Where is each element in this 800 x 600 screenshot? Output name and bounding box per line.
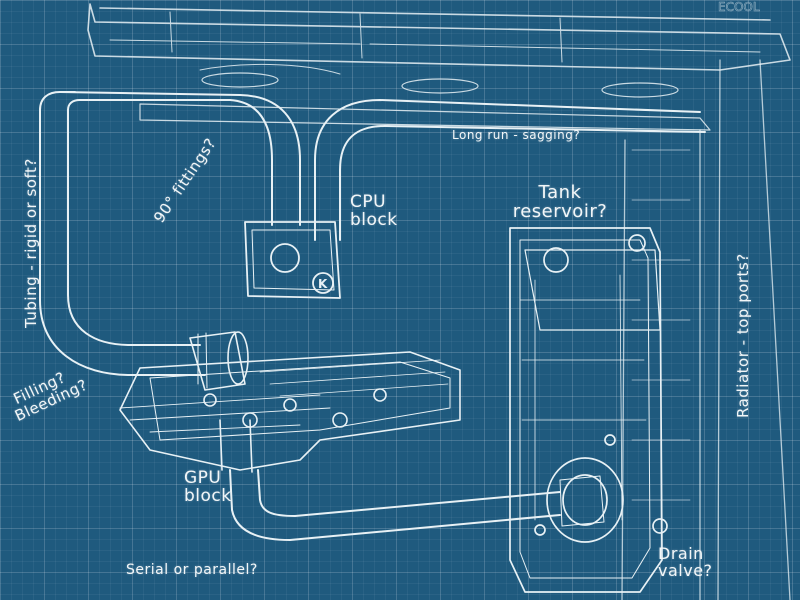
cpu-block-label-line1: CPU xyxy=(350,192,387,212)
gpu-block xyxy=(119,331,461,473)
drain-valve-label-line1: Drain xyxy=(658,544,704,563)
cpu-block-label-line2: block xyxy=(350,209,398,230)
serial-parallel-note: Serial or parallel? xyxy=(126,562,258,578)
tubing-gpu-to-res xyxy=(229,469,561,541)
radiator-outline xyxy=(621,59,791,600)
tubing-long-run xyxy=(314,99,706,241)
brand-mark: ECOOL xyxy=(718,0,760,14)
cpu-block-label: CPU block xyxy=(350,192,398,230)
case-top-frame xyxy=(87,3,791,131)
tubing-note: Tubing - rigid or soft? xyxy=(22,158,40,328)
cpu-block: K xyxy=(244,221,341,299)
gpu-block-label: GPU block xyxy=(184,468,232,506)
gpu-block-label-line2: block xyxy=(184,485,232,506)
tank-reservoir-label: Tank reservoir? xyxy=(500,182,620,222)
tank-reservoir-label-line2: reservoir? xyxy=(512,200,608,222)
drain-valve-label-line2: valve? xyxy=(658,560,713,580)
svg-text:K: K xyxy=(318,277,328,291)
drain-valve-label: Drain valve? xyxy=(658,544,713,580)
tubing-left-run xyxy=(39,91,301,376)
tank-reservoir xyxy=(509,227,668,593)
tank-reservoir-label-line1: Tank xyxy=(538,182,582,203)
long-run-note: Long run - sagging? xyxy=(452,128,581,142)
radiator-note: Radiator - top ports? xyxy=(734,253,752,418)
gpu-block-label-line1: GPU xyxy=(184,468,222,488)
